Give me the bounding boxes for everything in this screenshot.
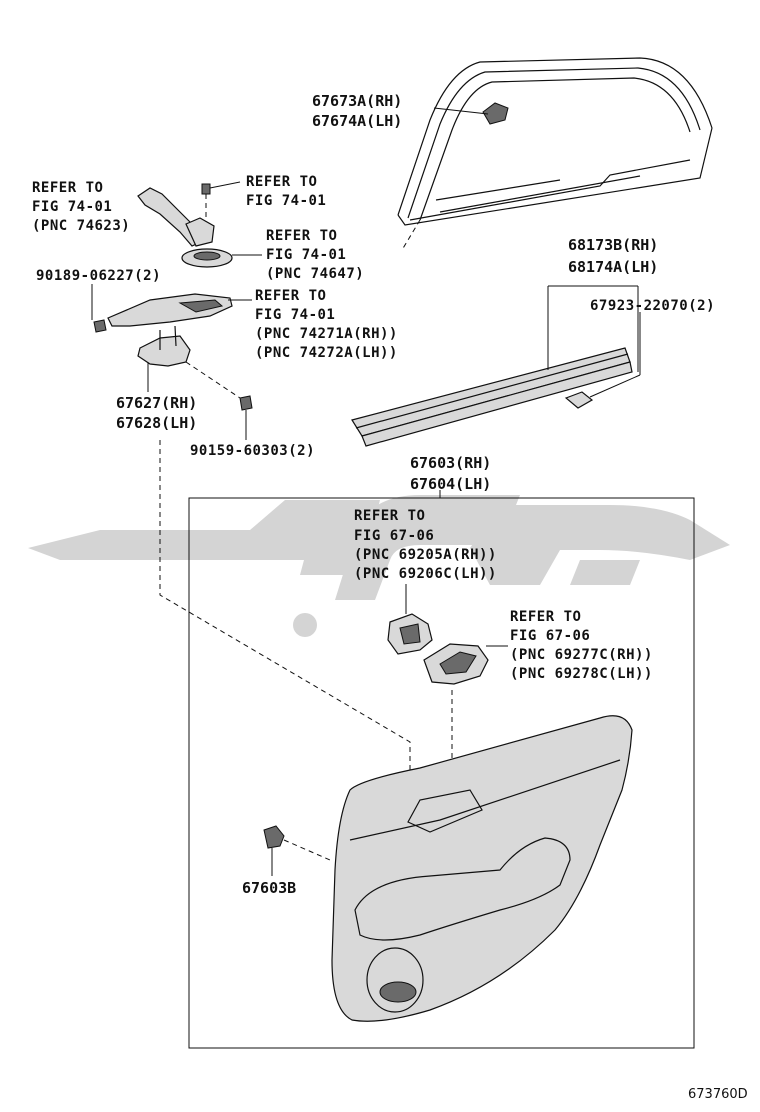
refer-screw-line2: FIG 74-01 [246, 193, 326, 209]
armrest-base-part [137, 187, 215, 247]
switch-base-part [91, 284, 252, 333]
refer-bezel-line1: REFER TO [510, 609, 581, 625]
door-trim-board-part [331, 715, 633, 1022]
refer-screw-line1: REFER TO [246, 174, 317, 190]
refer-handle-line2: FIG 67-06 [354, 528, 434, 544]
fastener-part [263, 825, 331, 876]
refer-bezel-line2: FIG 67-06 [510, 628, 590, 644]
switch-bezel-part [181, 248, 262, 268]
refer-armrest-line1: REFER TO [32, 180, 103, 196]
refer-switch-base-line4: (PNC 74272A(LH)) [255, 345, 398, 361]
screw-lower-part [239, 395, 253, 440]
trim-board-frame [188, 497, 695, 1049]
figure-code: 673760D [688, 1087, 748, 1102]
inner-handle-part [387, 584, 433, 655]
bracket-part [137, 325, 241, 399]
watermark-logo [28, 495, 730, 637]
refer-switch-base-line1: REFER TO [255, 288, 326, 304]
bracket-label-lh: 67628(LH) [116, 414, 197, 432]
screw-lower-label: 90159-60303(2) [190, 443, 315, 459]
refer-switch-bezel-line2: FIG 74-01 [266, 247, 346, 263]
fastener-label: 67603B [242, 879, 296, 897]
door-window-frame [397, 57, 713, 251]
refer-handle-line4: (PNC 69206C(LH)) [354, 566, 497, 582]
trim-board-label-lh: 67604(LH) [410, 475, 491, 493]
refer-handle-line3: (PNC 69205A(RH)) [354, 547, 497, 563]
refer-handle-line1: REFER TO [354, 508, 425, 524]
refer-bezel-line3: (PNC 69277C(RH)) [510, 647, 653, 663]
screw-upper-label: 90189-06227(2) [36, 268, 161, 284]
clip-label: 67923-22070(2) [590, 298, 715, 314]
handle-bezel-part [423, 643, 508, 810]
refer-armrest-line2: FIG 74-01 [32, 199, 112, 215]
belt-moulding-label-lh: 68174A(LH) [568, 258, 658, 276]
refer-switch-base-line2: FIG 74-01 [255, 307, 335, 323]
refer-bezel-line4: (PNC 69278C(LH)) [510, 666, 653, 682]
refer-switch-bezel-line1: REFER TO [266, 228, 337, 244]
belt-moulding-label-rh: 68173B(RH) [568, 236, 658, 254]
refer-switch-base-line3: (PNC 74271A(RH)) [255, 326, 398, 342]
weatherstrip-label-lh: 67674A(LH) [312, 112, 402, 130]
belt-moulding-part [351, 285, 641, 447]
weatherstrip-label-rh: 67673A(RH) [312, 92, 402, 110]
weatherstrip-leader [433, 107, 489, 115]
trim-board-label-rh: 67603(RH) [410, 454, 491, 472]
bracket-label-rh: 67627(RH) [116, 394, 197, 412]
screw-part [201, 181, 241, 222]
refer-armrest-line3: (PNC 74623) [32, 218, 130, 234]
refer-switch-bezel-line3: (PNC 74647) [266, 266, 364, 282]
